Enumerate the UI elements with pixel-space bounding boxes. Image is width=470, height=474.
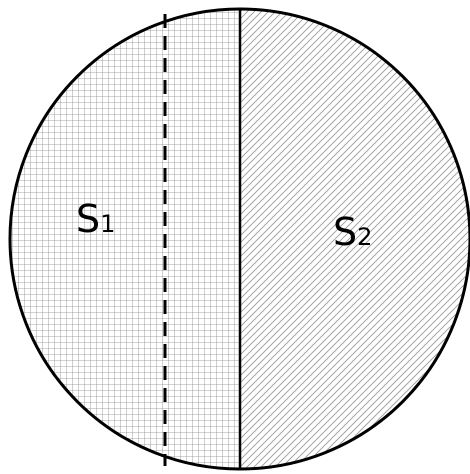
- region-s2-subscript: 2: [357, 223, 372, 251]
- outer-circle: [8, 7, 470, 471]
- region-s1-subscript: 1: [100, 210, 115, 238]
- region-s1-fill: [10, 9, 240, 469]
- region-s2-label: S2: [333, 210, 372, 254]
- region-s2-name: S: [333, 210, 357, 254]
- region-s1-name: S: [76, 197, 100, 241]
- region-s1-label: S1: [76, 197, 115, 241]
